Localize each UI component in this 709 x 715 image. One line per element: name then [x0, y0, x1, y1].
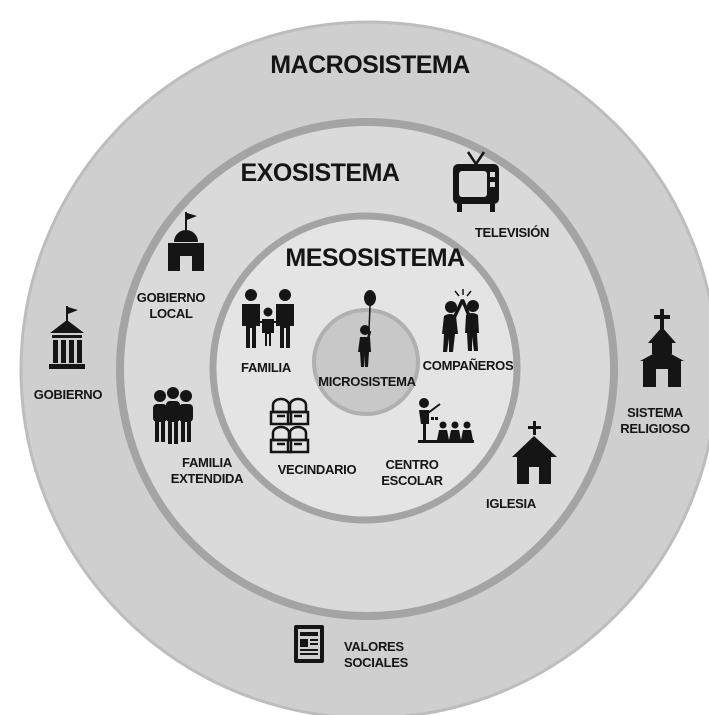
church-icon: [512, 421, 557, 484]
gobierno-local-label: GOBIERNO LOCAL: [136, 290, 206, 323]
familia-label: FAMILIA: [241, 360, 291, 375]
valores-sociales-line-2: SOCIALES: [344, 655, 409, 671]
centro-escolar-line-1: CENTRO: [385, 457, 439, 472]
exosystem-title: EXOSISTEMA: [240, 159, 400, 187]
vecindario-label: VECINDARIO: [277, 462, 357, 477]
gobierno-label: GOBIERNO: [33, 387, 103, 402]
iglesia-label: IGLESIA: [486, 496, 536, 511]
television-icon: [453, 151, 499, 212]
sistema-religioso-line-1: SISTEMA: [627, 405, 683, 420]
macrosystem-title: MACROSISTEMA: [270, 51, 470, 79]
family-icon: [242, 289, 294, 348]
valores-sociales-line-1: VALORES: [344, 639, 404, 654]
mesosystem-title: MESOSISTEMA: [285, 244, 465, 272]
gobierno-local-line-2: LOCAL: [149, 306, 193, 322]
microsystem-title: MICROSISTEMA: [318, 374, 416, 389]
familia-extendida-line-1: FAMILIA: [182, 455, 232, 470]
centro-escolar-line-2: ESCOLAR: [381, 473, 443, 489]
sistema-religioso-label: SISTEMA RELIGIOSO: [620, 405, 690, 438]
government-building-icon: [49, 306, 85, 369]
sistema-religioso-line-2: RELIGIOSO: [620, 421, 690, 437]
classroom-icon: [418, 398, 474, 443]
gobierno-local-line-1: GOBIERNO: [136, 290, 206, 305]
chapel-icon: [640, 309, 684, 387]
newspaper-icon: [294, 625, 324, 663]
familia-extendida-line-2: EXTENDIDA: [170, 471, 244, 487]
companeros-label: COMPAÑEROS: [422, 358, 514, 373]
high-five-icon: [442, 289, 479, 352]
centro-escolar-label: CENTRO ESCOLAR: [381, 457, 443, 490]
extended-family-icon: [153, 387, 193, 444]
child-with-balloon-icon: [358, 290, 376, 367]
valores-sociales-label: VALORES SOCIALES: [344, 639, 408, 672]
familia-extendida-label: FAMILIA EXTENDIDA: [170, 455, 244, 488]
television-label: TELEVISIÓN: [474, 225, 550, 240]
town-hall-icon: [168, 212, 204, 271]
neighborhood-houses-icon: [269, 397, 310, 454]
